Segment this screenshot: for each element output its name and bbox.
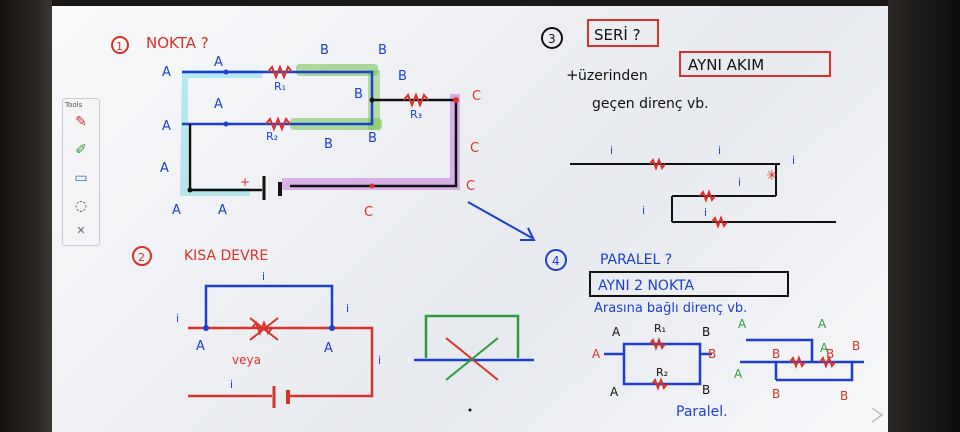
label-R3: R₃	[410, 108, 422, 121]
monitor-bezel-top	[0, 0, 960, 8]
label-R1: R₁	[274, 80, 286, 93]
par-label-A-6: A	[820, 341, 829, 355]
kisa-label-i-5: i	[230, 378, 233, 391]
label-C-1: C	[472, 89, 481, 104]
par-label-B-2: B	[702, 383, 710, 397]
section-3-title-box	[587, 19, 659, 47]
label-A-4: A	[162, 119, 171, 134]
par-label-B-8: B	[840, 389, 848, 403]
resistor-R1	[267, 64, 293, 80]
resistor-R2	[265, 116, 291, 132]
seri-label-i-2: i	[718, 144, 721, 157]
par-label-B-1: B	[702, 325, 710, 339]
kisa-label-A-2: A	[324, 341, 333, 356]
label-C-2: C	[470, 141, 479, 156]
label-B-4: B	[354, 87, 363, 102]
svg-text:+: +	[566, 66, 579, 84]
monitor-bezel-left	[0, 0, 52, 432]
section-2-kisa-devre: 2 KISA DEVRE A A i i i i i veya	[132, 246, 534, 412]
label-veya: veya	[232, 353, 261, 367]
par-label-B-4: B	[772, 347, 780, 361]
section-3-akim-box	[679, 51, 831, 77]
section-2-title: KISA DEVRE	[184, 248, 268, 264]
section-1-title: NOKTA ?	[146, 34, 209, 52]
section-1-number: 1	[116, 40, 123, 53]
section-4-line1: Arasına bağlı direnç vb.	[594, 301, 747, 316]
label-B-2: B	[378, 43, 387, 58]
label-A-1: A	[162, 65, 171, 80]
par-label-B-7: B	[772, 387, 780, 401]
section-4-number-circle	[545, 249, 567, 271]
section-4-paralel: 4 PARALEL ? AYNI 2 NOKTA Arasına bağlı d…	[545, 249, 864, 420]
label-A-6: A	[172, 203, 181, 218]
section-3-seri: 3 SERİ ? + üzerinden AYNI AKIM geçen dir…	[541, 19, 836, 229]
par-label-B-3: B	[708, 347, 716, 361]
section-2-number-circle	[132, 246, 152, 266]
short-circuit-wire	[204, 284, 334, 328]
seri-label-i-5: i	[642, 204, 645, 217]
par-label-B-5: B	[826, 347, 834, 361]
label-A-5: A	[160, 161, 169, 176]
label-A-2: A	[214, 55, 223, 70]
kisa-label-i-2: i	[176, 312, 179, 325]
arrow-to-section-4	[467, 201, 533, 239]
label-R2: R₂	[266, 130, 278, 143]
label-B-3: B	[398, 69, 407, 84]
highlight-B-top	[296, 64, 378, 76]
section-3-line2: geçen direnç vb.	[592, 96, 709, 112]
battery-plus-label: +	[240, 175, 250, 189]
par-label-B-6: B	[852, 339, 860, 353]
par-label-R2: R₂	[656, 366, 668, 379]
par-label-A-2: A	[610, 385, 619, 399]
section-1-nokta: 1 NOKTA ? A A A A A A A R₁ R₂ R₃	[111, 34, 481, 220]
seri-label-i-6: i	[704, 206, 707, 219]
par-label-A-4: A	[738, 317, 747, 331]
label-C-3: C	[466, 179, 475, 194]
section-1-number-circle	[111, 36, 129, 54]
highlight-C-node	[282, 94, 460, 190]
par-label-A-1: A	[612, 325, 621, 339]
label-B-6: B	[368, 131, 377, 146]
resistor-R3	[403, 92, 429, 108]
next-page-icon[interactable]	[870, 406, 884, 424]
label-B-5: B	[324, 137, 333, 152]
section-4-box	[589, 271, 789, 297]
label-C-4: C	[364, 205, 373, 220]
section-4-box-text: AYNI 2 NOKTA	[598, 278, 695, 294]
section-4-title: PARALEL ?	[600, 252, 672, 268]
par-label-R1: R₁	[654, 322, 666, 335]
kisa-label-i-1: i	[262, 270, 265, 283]
section-2-number: 2	[138, 251, 145, 264]
label-A-3: A	[214, 97, 223, 112]
section-4-paralel: Paralel.	[676, 404, 728, 420]
label-B-1: B	[320, 43, 329, 58]
seri-label-i-3: i	[792, 154, 795, 167]
seri-label-i-1: i	[610, 144, 613, 157]
label-A-7: A	[218, 203, 227, 218]
toolbar-label: Tools	[65, 101, 83, 109]
par-label-A-7: A	[734, 367, 743, 381]
kisa-label-A-1: A	[196, 339, 205, 354]
section-3-line1b: AYNI AKIM	[688, 56, 764, 74]
short-circuit-main-loop	[188, 326, 374, 398]
section-3-number: 3	[548, 32, 556, 46]
circuit-wire-left	[188, 124, 262, 192]
kisa-label-i-4: i	[378, 354, 381, 367]
kisa-label-i-3: i	[346, 302, 349, 315]
monitor-bezel-right	[888, 0, 960, 432]
svg-text:✳: ✳	[766, 168, 778, 184]
section-4-number: 4	[552, 254, 560, 268]
par-label-A-5: A	[818, 317, 827, 331]
seri-label-i-4: i	[738, 176, 741, 189]
section-3-number-circle	[541, 27, 563, 49]
par-label-A-3: A	[592, 347, 601, 361]
section-3-title: SERİ ?	[594, 25, 641, 44]
section-3-line1a: üzerinden	[578, 68, 648, 84]
